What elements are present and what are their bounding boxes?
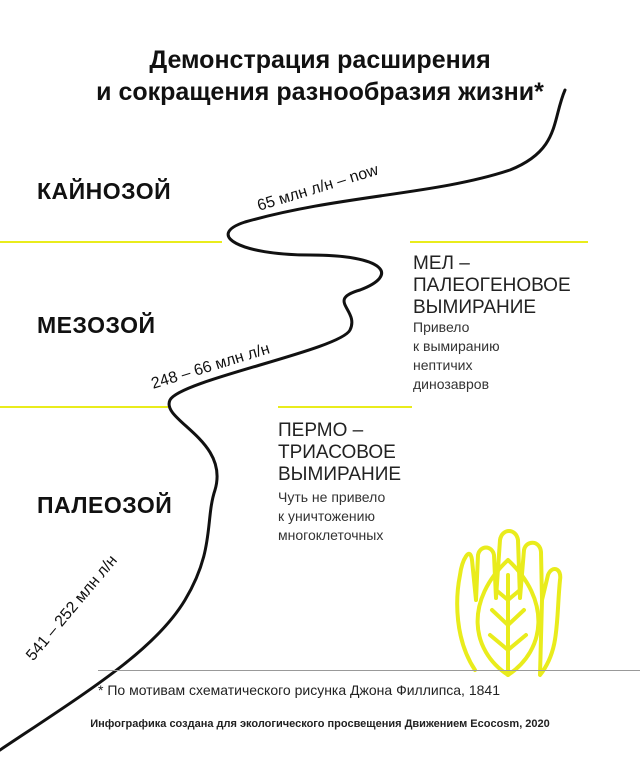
event-kpg-desc-line: нептичих — [413, 357, 473, 373]
era-label-paleozoic: ПАЛЕОЗОЙ — [37, 492, 173, 518]
era-label-mesozoic: МЕЗОЗОЙ — [37, 312, 156, 338]
event-pt-desc-line: многоклеточных — [278, 527, 384, 543]
event-pt-desc-line: к уничтожению — [278, 508, 375, 524]
event-kpg-desc-line: Привело — [413, 319, 470, 335]
event-kpg-desc-line: динозавров — [413, 376, 490, 392]
credit-line: Инфографика создана для экологического п… — [90, 718, 550, 730]
event-pt-title-line: ВЫМИРАНИЕ — [278, 464, 402, 485]
boundary-line-mesozoic — [0, 406, 168, 408]
event-pt-title: ПЕРМО – ТРИАСОВОЕ ВЫМИРАНИЕ — [278, 420, 401, 486]
hand-leaf-icon — [455, 529, 563, 677]
event-pt-title-line: ПЕРМО – — [278, 420, 364, 441]
event-kpg-title-line: ПАЛЕОГЕНОВОЕ — [413, 275, 571, 296]
title-line-2: и сокращения разнообразия жизни* — [96, 78, 544, 106]
boundary-line-kpg — [410, 241, 588, 243]
footer-divider — [98, 670, 640, 671]
event-pt-title-line: ТРИАСОВОЕ — [278, 442, 396, 463]
diversity-curve — [0, 88, 567, 752]
event-kpg-title: МЕЛ – ПАЛЕОГЕНОВОЕ ВЫМИРАНИЕ — [413, 253, 571, 319]
era-label-cenozoic: КАЙНОЗОЙ — [37, 178, 172, 204]
title-line-1: Демонстрация расширения — [149, 46, 491, 74]
event-kpg-title-line: МЕЛ – — [413, 253, 470, 274]
page-title: Демонстрация расширения и сокращения раз… — [0, 44, 640, 108]
footnote: * По мотивам схематического рисунка Джон… — [98, 682, 500, 698]
event-kpg-title-line: ВЫМИРАНИЕ — [413, 297, 537, 318]
event-kpg-desc-line: к вымиранию — [413, 338, 500, 354]
event-pt-description: Чуть не привело к уничтожению многоклето… — [278, 488, 385, 545]
event-pt-desc-line: Чуть не привело — [278, 489, 386, 505]
boundary-line-cenozoic — [0, 241, 222, 243]
boundary-line-pt — [278, 406, 412, 408]
event-kpg-description: Привело к вымиранию нептичих динозавров — [413, 318, 500, 394]
